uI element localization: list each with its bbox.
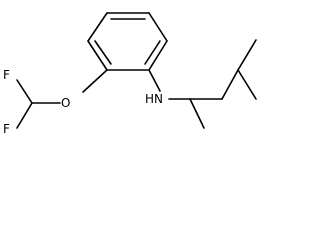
oxygen-label: O [61,96,70,110]
methine-methyl-bond [189,98,205,129]
ring-bond-3 [148,40,168,71]
structure-diagram: F F O HN [3,12,257,136]
branch-methyl-bottom-bond [237,69,257,100]
fluorine-label-top: F [3,68,10,82]
fluorine-label-bottom: F [3,122,10,136]
ring-bond-6 [87,12,108,42]
branch-methyl-top-bond [237,39,257,71]
molecule-drawing: F F O HN [3,12,257,136]
carbon-fluorine-top-bond [16,79,33,104]
benzene-ring [87,12,168,71]
ring-bond-2 [148,12,168,42]
amine-label: HN [145,92,163,106]
ring-bond-5 [87,40,108,71]
ring-nitrogen-bond [148,69,161,92]
methylene-branch-bond [221,69,239,100]
ring-double-bond-left [94,40,112,65]
carbon-fluorine-bottom-bond [16,102,33,129]
ring-double-bond-right [144,40,161,65]
ring-oxygen-bond [82,69,108,93]
